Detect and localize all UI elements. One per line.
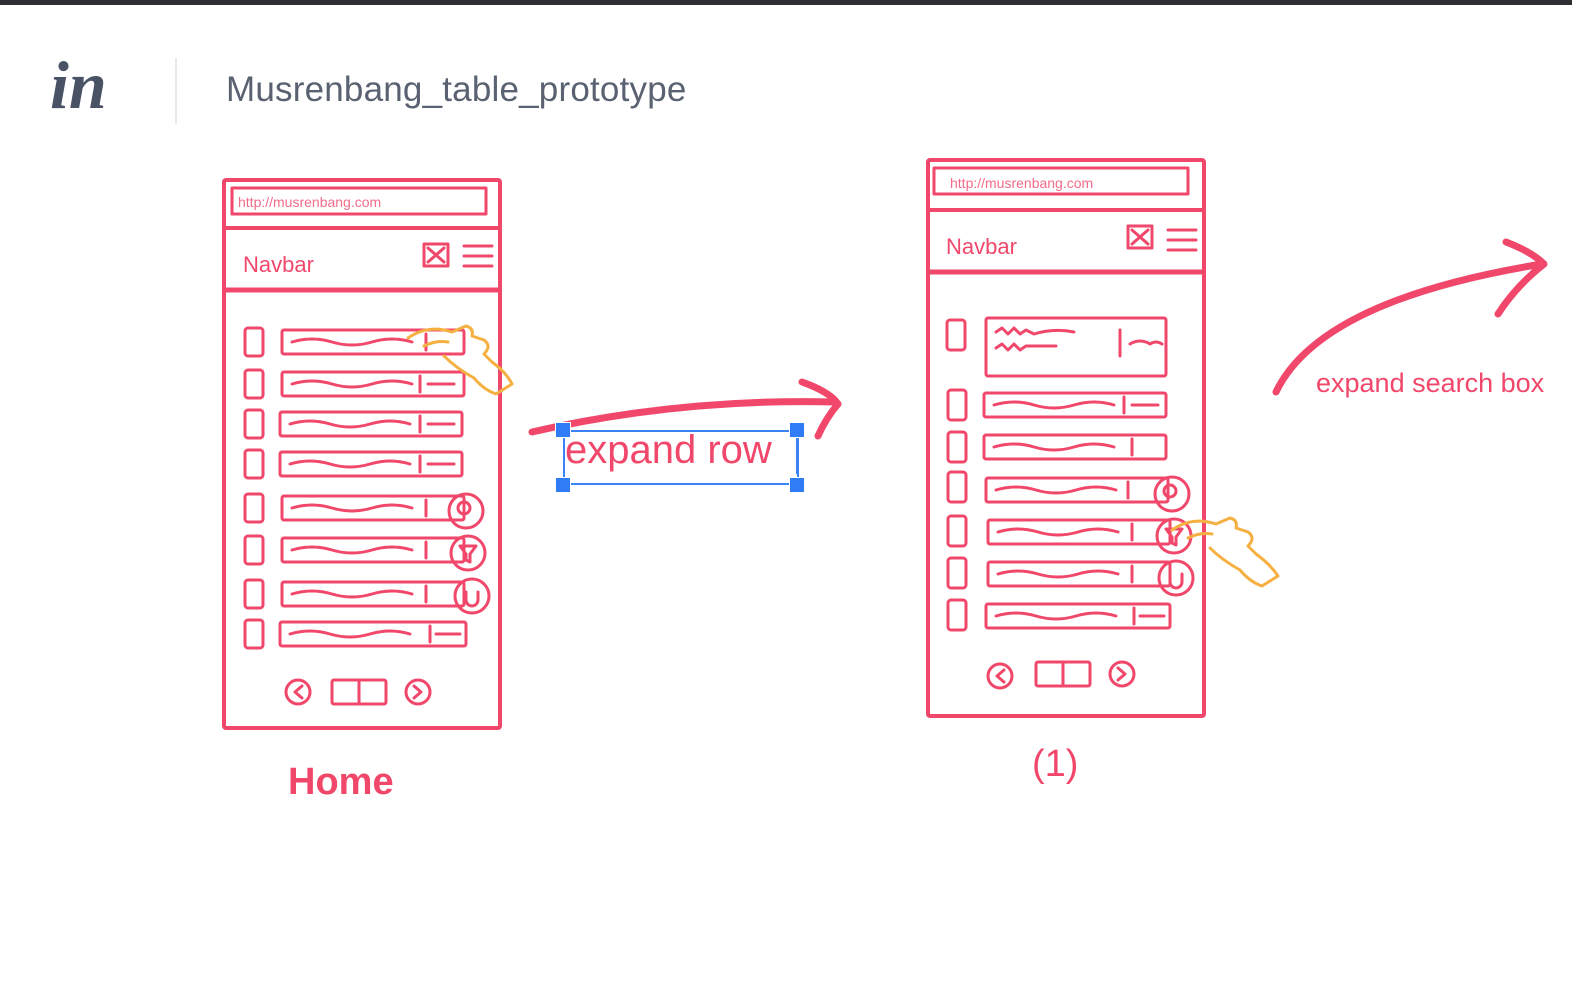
- navbar-label-1: Navbar: [946, 234, 1017, 259]
- url-text-1: http://musrenbang.com: [950, 175, 1093, 191]
- row-list: [243, 326, 491, 650]
- screen-caption-1: (1): [1032, 743, 1078, 785]
- expand-row-label[interactable]: expand row: [565, 428, 772, 472]
- screen-caption-home: Home: [288, 761, 394, 803]
- next-page-icon: [1108, 660, 1136, 688]
- hamburger-icon: [1166, 228, 1198, 252]
- phone-frame: [926, 158, 1206, 718]
- next-page-icon: [404, 678, 432, 706]
- expanded-row: [984, 316, 1168, 378]
- hamburger-icon: [462, 244, 494, 268]
- arrow-expand-search-box: [1272, 238, 1548, 396]
- resize-handle-top-left[interactable]: [555, 422, 571, 438]
- top-bar: [0, 0, 1572, 5]
- url-text-home: http://musrenbang.com: [238, 194, 381, 210]
- close-icon: [422, 242, 450, 268]
- url-bar: [230, 186, 488, 216]
- hand-pointer-icon: [406, 324, 514, 396]
- project-title: Musrenbang_table_prototype: [226, 70, 687, 109]
- pagination: [284, 678, 432, 706]
- phone-frame: [222, 178, 502, 730]
- prev-page-icon: [284, 678, 312, 706]
- text-caret-end: [796, 438, 798, 474]
- text-caret: [563, 438, 565, 474]
- row-list: [945, 316, 1195, 632]
- url-bar: [932, 166, 1190, 196]
- close-icon: [1126, 224, 1154, 250]
- navbar-label-home: Navbar: [243, 252, 314, 277]
- hand-pointer-icon: [1170, 516, 1280, 588]
- header-divider: [175, 58, 177, 124]
- phone-sketch-1[interactable]: [926, 158, 1280, 718]
- phone-sketch-home[interactable]: [222, 178, 514, 730]
- pagination: [986, 660, 1136, 690]
- prev-page-icon: [986, 662, 1014, 690]
- resize-handle-top-right[interactable]: [789, 422, 805, 438]
- resize-handle-bottom-right[interactable]: [789, 477, 805, 493]
- logo-text: in: [50, 50, 107, 122]
- expand-search-box-label: expand search box: [1316, 368, 1545, 398]
- resize-handle-bottom-left[interactable]: [555, 477, 571, 493]
- invision-logo[interactable]: in: [50, 47, 122, 123]
